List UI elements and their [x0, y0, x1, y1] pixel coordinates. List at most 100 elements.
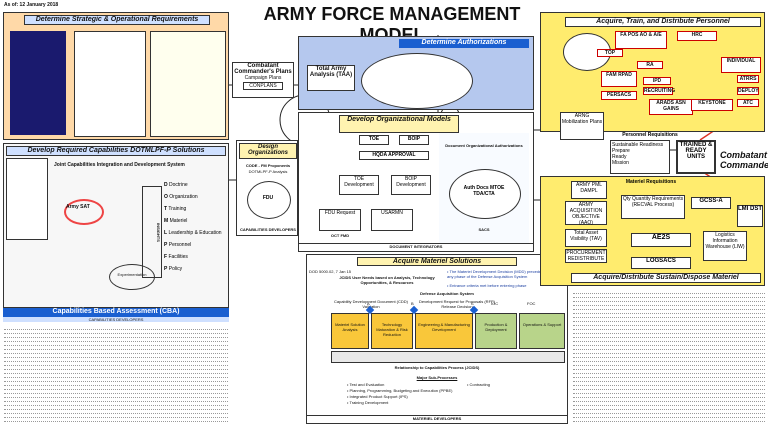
arads-box: ARADS ASN GAINS — [649, 99, 693, 115]
subprocesses-title: Major Sub-Processes — [416, 375, 458, 380]
dod-reference: DOD 5000.02, 7 Jan 15 — [309, 269, 352, 274]
milestone-label-b: B — [411, 301, 414, 306]
capabilities-panel-title: Develop Required Capabilities DOTMLPF-P … — [6, 146, 226, 156]
personnel-requisitions: Personnel Requisitions — [622, 132, 678, 138]
acquire-train-title: Acquire, Train, and Distribute Personnel — [565, 17, 761, 27]
lmi-dst: LMI DST — [737, 205, 763, 227]
army-pml: ARMY PML DAMPL — [571, 181, 607, 199]
phase-msa: Materiel Solution Analysis — [331, 313, 369, 349]
dotmlpf-organization: O Organization — [164, 194, 198, 200]
jcids-header: JCIDS User Needs based on Analysis, Tech… — [339, 275, 435, 285]
materiel-developers: MATERIEL DEVELOPERS — [307, 415, 567, 421]
hqda-approval: HQDA APPROVAL — [359, 151, 429, 160]
taa-cycle — [361, 53, 473, 109]
dotmlpf-training: T Training — [164, 206, 187, 212]
milestone-label-a: A — [367, 301, 370, 306]
entry-note: • Entrance criteria met before entering … — [447, 283, 527, 288]
fdu-ring — [247, 181, 291, 219]
capabilities-left-column — [6, 158, 48, 240]
arng-mobilization: ARNG Mobilization Plans — [560, 112, 604, 140]
dotmlpf-materiel: M Materiel — [164, 218, 188, 224]
strategic-panel-title: Determine Strategic & Operational Requir… — [24, 15, 210, 25]
recruiting-box: RECRUITING — [643, 87, 676, 95]
boip-box: BOIP — [399, 135, 429, 145]
toe-box: TOE — [359, 135, 389, 145]
fdu-label: FDU — [262, 195, 274, 201]
materiel-panel: Acquire Materiel Solutions DOD 5000.02, … — [306, 254, 568, 424]
keystone-box: KEYSTONE — [691, 99, 733, 111]
subprocess-1: • Planning, Programming, Budgeting and E… — [347, 388, 453, 393]
dotmlpf-doctrine: D Doctrine — [164, 182, 188, 188]
as-of-date: As of: 12 January 2018 — [4, 2, 59, 8]
gcss-a: GCSS-A — [691, 197, 731, 209]
design-orgs-title: Design Organizations — [239, 143, 297, 159]
org-models-title: Develop Organizational Models — [339, 115, 459, 133]
capabilities-developers: CAPABILITIES DEVELOPERS — [240, 227, 296, 232]
dotmlpf-policy: P Policy — [164, 266, 183, 272]
army-sat-ring — [64, 199, 104, 225]
logsacs: LOGSACS — [631, 257, 691, 269]
abbreviations-list — [3, 326, 229, 424]
subprocess-4: • Training Development — [347, 400, 389, 405]
strategic-panel: Determine Strategic & Operational Requir… — [3, 12, 229, 140]
sacs: SACS — [478, 227, 490, 232]
sustain-panel: Materiel Requisitions ARMY PML DAMPL ARM… — [540, 176, 765, 286]
dotmlpf-personnel: P Personnel — [164, 242, 192, 248]
oct-fmd: OCT FMD — [330, 233, 350, 238]
milestone-label-c: C — [471, 301, 474, 306]
milestone-label-ioc: IOC — [491, 301, 499, 306]
legend-list — [572, 290, 766, 424]
mdd-note: • The Materiel Development Decision (MDD… — [447, 269, 561, 279]
fa-pos-box: FA POS AO & A/E — [615, 31, 667, 49]
subprocess-3: • Contracting — [467, 382, 490, 387]
status-prepare: Prepare — [612, 148, 630, 154]
toe-development: TOE Development — [339, 175, 379, 195]
procurement: PROCUREMENT REDISTRIBUTE — [565, 249, 607, 263]
boip-development: BOIP Development — [391, 175, 431, 195]
atrrs-box: ATRRS — [737, 75, 759, 83]
capabilities-panel: Develop Required Capabilities DOTMLPF-P … — [3, 143, 229, 308]
ipd-box: IPD — [643, 77, 671, 85]
logistics-warehouse: Logistics Information Warehouse (LIW) — [703, 231, 747, 261]
qty-requirements: Qty Quantity Requirements (RECVAL Proces… — [621, 195, 685, 219]
campaign-plans: Campaign Plans — [244, 75, 282, 81]
fdu-request: FDU Request — [319, 209, 361, 231]
dotmlpf-analysis: DOTMLPF-P Analysis — [248, 169, 288, 174]
status-ready: Ready — [612, 154, 627, 160]
cba-subtitle: CAPABILITIES DEVELOPERS — [3, 317, 229, 322]
authorizations-panel: Determine Authorizations Total Army Anal… — [298, 36, 534, 110]
commander-plans-box: Combatant Commander's Plans Campaign Pla… — [232, 62, 294, 98]
taa-box: Total Army Analysis (TAA) — [307, 65, 355, 91]
jcids-panel-title: Joint Capabilities Integration and Devel… — [54, 162, 185, 168]
sustainable-readiness: Sustainable Readiness — [612, 142, 664, 148]
phase-tmrr: Technology Maturation & Risk Reduction — [371, 313, 413, 349]
materiel-title: Acquire Materiel Solutions — [357, 257, 517, 266]
strategic-docs-column — [10, 31, 66, 135]
commander-plans-title: Combatant Commander's Plans — [234, 63, 292, 75]
phase-pd: Production & Deployment — [475, 313, 517, 349]
personnel-status: Sustainable Readiness Prepare Ready Miss… — [610, 140, 670, 174]
auth-docs-oval — [449, 169, 521, 219]
army-sat-label: Army SAT — [66, 204, 90, 210]
subprocess-0: • Test and Evaluation — [347, 382, 385, 387]
ae2s: AE2S — [631, 233, 691, 247]
relationship-jcids: Relationship to Capabilities Process (JC… — [394, 365, 480, 370]
phase-timeline-bar — [331, 351, 565, 363]
atc-box: ATC — [737, 99, 759, 107]
dotmlpf-leadership: L Leadership & Education — [164, 230, 222, 236]
strategic-guidance-column — [74, 31, 146, 137]
document-integrators: DOCUMENT INTEGRATORS — [299, 243, 533, 249]
hrc-box: HRC — [677, 31, 717, 41]
ra-box: RA — [637, 61, 663, 69]
defense-acquisition-system: Defense Acquisition System — [420, 291, 474, 296]
design-orgs-panel: Design Organizations CODE - FM Proponent… — [236, 140, 298, 236]
total-asset-visibility: Total Asset Visibility (TAV) — [565, 229, 607, 247]
strategic-plans-column — [150, 31, 226, 137]
phase-os: Operations & Support — [519, 313, 565, 349]
fam-rpad-box: FAM RPAD — [601, 71, 637, 87]
sustain-title: Acquire/Distribute Sustain/Dispose Mater… — [571, 273, 761, 283]
army-aao: ARMY ACQUISITION OBJECTIVE (AAO) — [565, 201, 607, 226]
deploy-box: DEPLOY — [737, 87, 759, 95]
document-auth-column: Document Organizational Authorizations A… — [439, 133, 529, 243]
dotmlpf-facilities: F Facilities — [164, 254, 188, 260]
